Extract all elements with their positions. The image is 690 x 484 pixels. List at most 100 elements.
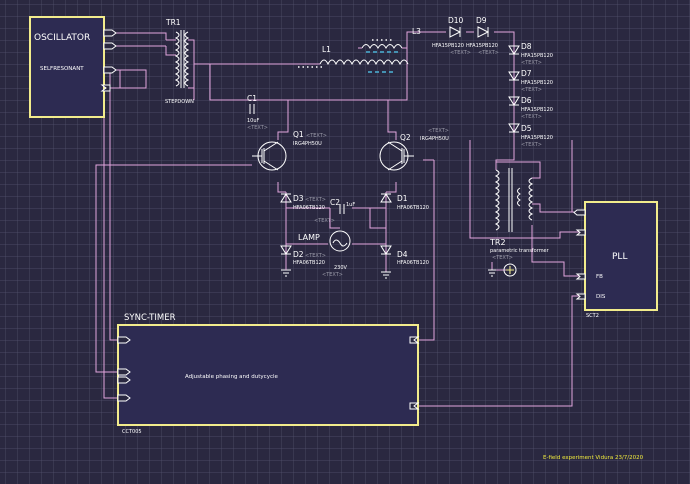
diode-d5: D5 HFA15PB120 <TEXT> [508, 123, 553, 148]
sync-timer-pin [117, 336, 131, 344]
inductor-l1: L1 [298, 45, 409, 73]
pll-pin-dis: DIS [596, 294, 606, 300]
oscillator-input-pin [100, 84, 111, 92]
d5-value: HFA15PB120 [521, 135, 553, 141]
d9-value: HFA15PB120 [466, 43, 498, 49]
lamp-bulb [329, 230, 351, 252]
sync-timer-title: SYNC-TIMER [124, 313, 176, 323]
diode-d7: D7 HFA15PB120 <TEXT> [508, 69, 553, 93]
sync-timer-ref: CCT005 [122, 429, 142, 435]
q2-label: Q2 [400, 133, 411, 142]
oscillator-title: OSCILLATOR [34, 33, 90, 43]
oscillator-input-pin [103, 66, 117, 74]
d1-value: HFA06TB120 [397, 205, 429, 211]
tr1-label: TR1 [165, 18, 181, 27]
d4-value: HFA06TB120 [397, 260, 429, 266]
d9-placeholder: <TEXT> [478, 50, 499, 56]
q1-value: IRG4PH50U [293, 141, 322, 147]
sync-timer-body: Adjustable phasing and dutycycle [185, 374, 278, 380]
c2-placeholder: <TEXT> [314, 218, 335, 224]
tr2-placeholder: <TEXT> [492, 255, 513, 261]
c1-value: 10uF [247, 118, 260, 124]
sync-timer-pin [117, 368, 131, 376]
pll-pin-fb: FB [596, 274, 603, 280]
lamp: LAMP 230V <TEXT> [298, 230, 351, 278]
pll-pin [573, 209, 586, 216]
transistor-q1: Q1 <TEXT> IRG4PH50U [252, 130, 327, 171]
tr2-secondary-coil [528, 177, 534, 221]
diode-d2: D2 <TEXT> HFA06TB120 [280, 245, 326, 266]
pll-fb-pin [575, 273, 586, 280]
sync-timer-pin [117, 394, 131, 402]
d8-value: HFA15PB120 [521, 53, 553, 59]
transformer-tr1: TR1 STEPDOWN [165, 18, 194, 105]
pll-title: PLL [612, 252, 627, 262]
wires [95, 31, 585, 407]
diode-d8: D8 HFA15PB120 <TEXT> [508, 42, 553, 66]
tr2-primary-coil [494, 169, 500, 231]
d7-placeholder: <TEXT> [521, 87, 542, 93]
pll-ref: SCT2 [586, 313, 599, 319]
pll-block: PLL FB DIS SCT2 [573, 201, 658, 319]
l1-label: L1 [322, 45, 331, 54]
tr1-primary-coil [174, 31, 180, 87]
q1-placeholder: <TEXT> [306, 133, 327, 139]
d5-label: D5 [521, 124, 532, 133]
d6-placeholder: <TEXT> [521, 114, 542, 120]
capacitor-c1: C1 10uF <TEXT> [247, 94, 268, 131]
q2-placeholder: <TEXT> [428, 128, 449, 134]
oscillator-output-pin [103, 29, 117, 37]
d2-placeholder: <TEXT> [305, 253, 326, 259]
q1-label: Q1 [293, 130, 304, 139]
d10-value: HFA15PB120 [432, 43, 464, 49]
tr1-secondary-coil [184, 31, 190, 87]
d8-label: D8 [521, 42, 532, 51]
transformer-tr2: TR2 parametric transformer <TEXT> [489, 168, 550, 277]
ground-symbols [281, 262, 496, 279]
footer-caption: E-field experiment Vidura 23/7/2020 [543, 455, 644, 461]
oscillator-block: OSCILLATOR SELFRESONANT [29, 16, 117, 118]
d6-value: HFA15PB120 [521, 107, 553, 113]
q2-value: IRG4PH50U [420, 136, 449, 142]
diode-d6: D6 HFA15PB120 <TEXT> [508, 96, 553, 120]
l3-label: L3 [412, 27, 421, 36]
c1-label: C1 [247, 94, 257, 103]
l1-coil [319, 59, 409, 66]
tr1-value: STEPDOWN [165, 99, 194, 105]
d10-placeholder: <TEXT> [450, 50, 471, 56]
oscillator-subtitle: SELFRESONANT [40, 66, 84, 72]
c2-value: 1uF [346, 202, 355, 208]
d7-value: HFA15PB120 [521, 80, 553, 86]
d5-placeholder: <TEXT> [521, 142, 542, 148]
tr2-label: TR2 [489, 238, 506, 247]
d4-label: D4 [397, 250, 408, 259]
d6-label: D6 [521, 96, 532, 105]
d2-value: HFA06TB120 [293, 260, 325, 266]
tr2-value: parametric transformer [490, 248, 550, 254]
lamp-value: 230V [334, 265, 348, 271]
diode-d10: D10 HFA15PB120 <TEXT> [432, 16, 471, 56]
d10-label: D10 [448, 16, 464, 25]
sync-timer-pin [409, 402, 420, 410]
sync-timer-pin [409, 336, 420, 344]
transistor-q2: Q2 <TEXT> IRG4PH50U [379, 128, 449, 171]
pll-dis-pin [575, 293, 586, 300]
d2-label: D2 [293, 250, 304, 259]
sync-timer-block: SYNC-TIMER Adjustable phasing and dutycy… [117, 313, 420, 435]
d1-label: D1 [397, 194, 408, 203]
capacitor-c2: C2 1uF <TEXT> [314, 198, 355, 224]
diode-d1: D1 HFA06TB120 [380, 193, 429, 211]
d3-label: D3 [293, 194, 304, 203]
lamp-label: LAMP [298, 233, 320, 242]
sync-timer-pin [117, 376, 131, 384]
inductor-l3: L3 [358, 27, 421, 53]
c1-placeholder: <TEXT> [247, 125, 268, 131]
current-sensor-icon [503, 263, 517, 277]
pll-pin [575, 229, 586, 236]
d3-value: HFA06TB120 [293, 205, 325, 211]
d9-label: D9 [476, 16, 487, 25]
lamp-placeholder: <TEXT> [322, 272, 343, 278]
d7-label: D7 [521, 69, 532, 78]
oscillator-output-pin [103, 42, 117, 50]
